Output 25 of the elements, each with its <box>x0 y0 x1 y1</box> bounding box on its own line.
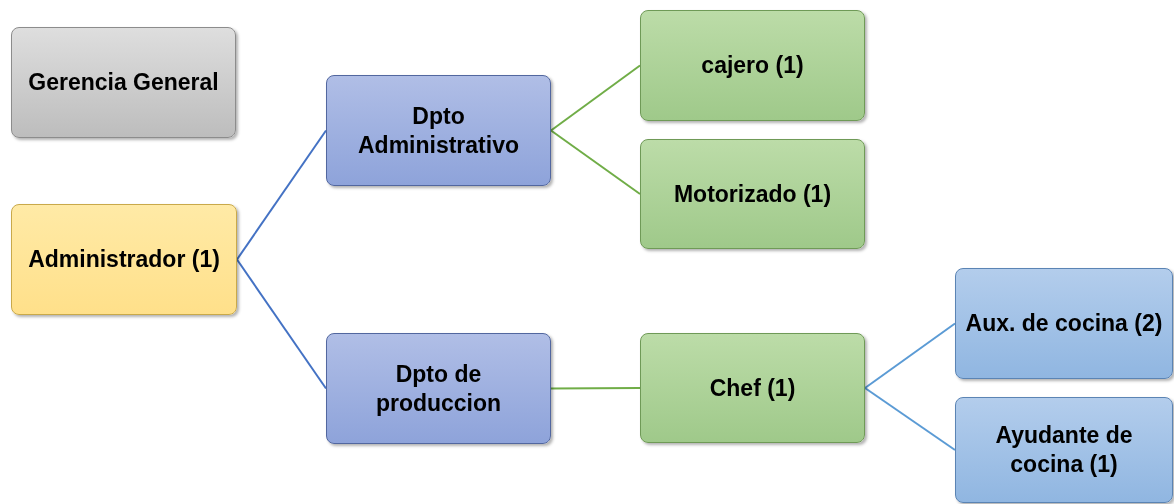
connector-line <box>864 322 956 389</box>
connector-line <box>550 129 641 195</box>
org-box <box>11 204 237 315</box>
connector-line <box>550 387 641 390</box>
connector-line <box>236 258 327 390</box>
role-label: Gerencia General <box>28 68 219 97</box>
role-label: Motorizado (1) <box>673 179 832 209</box>
role-label: Dpto Administrativo <box>357 101 520 160</box>
role-label: cajero (1) <box>701 51 804 80</box>
org-box <box>955 268 1173 379</box>
role-label: Administrador (1) <box>28 245 220 274</box>
org-box <box>955 397 1173 503</box>
connector-line <box>550 64 641 132</box>
org-box <box>326 333 551 444</box>
org-box <box>640 10 865 121</box>
connector-line <box>864 387 956 451</box>
role-label: Dpto de produccion <box>374 359 503 418</box>
role-label: Chef (1) <box>709 373 796 403</box>
connector-line <box>236 129 327 261</box>
org-box <box>326 75 551 186</box>
org-box <box>640 139 865 249</box>
org-box <box>11 27 236 138</box>
role-label: Aux. de cocina (2) <box>965 309 1163 338</box>
org-box <box>640 333 865 443</box>
role-label: Ayudante de cocina (1) <box>994 421 1134 479</box>
